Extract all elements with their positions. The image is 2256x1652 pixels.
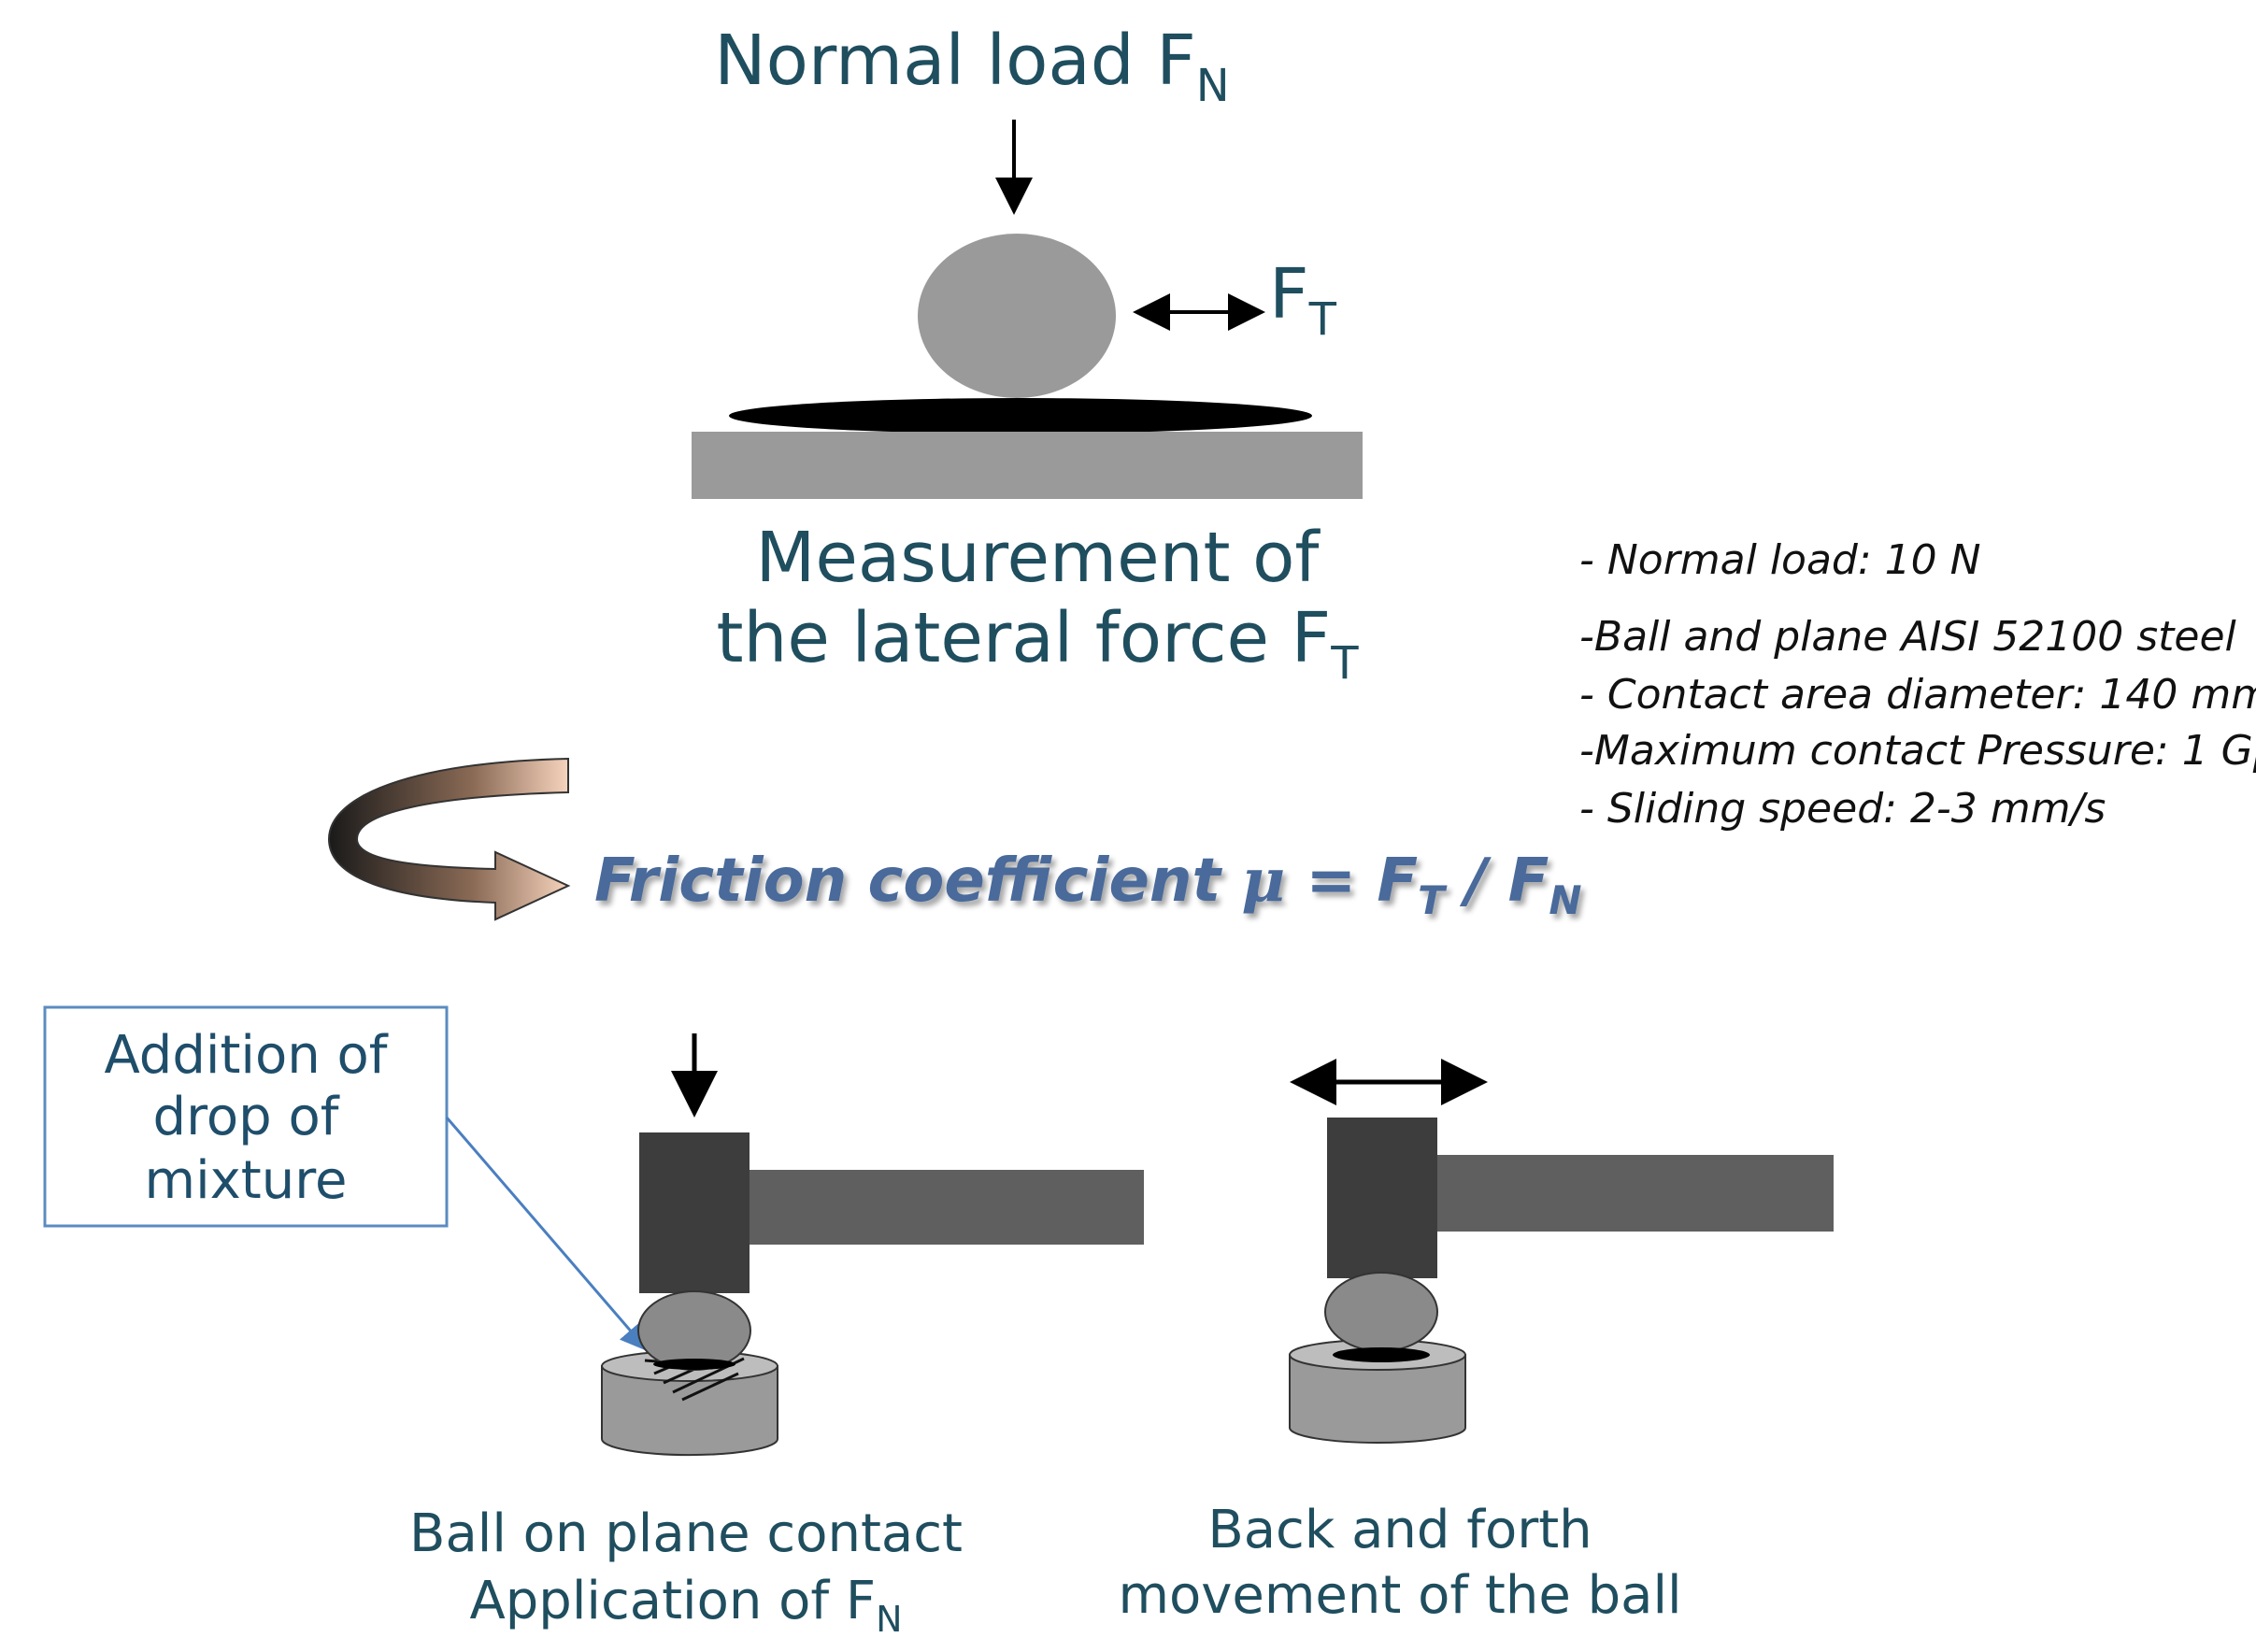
friction-coefficient-formula: Friction coefficient μ = FT / FN bbox=[594, 846, 1582, 923]
right-holder bbox=[1327, 1118, 1437, 1278]
callout-line2: drop of bbox=[153, 1087, 340, 1147]
left-ball bbox=[637, 1290, 751, 1371]
spec-contact-diameter: - Contact area diameter: 140 mm bbox=[1579, 671, 2256, 719]
spec-max-pressure: -Maximum contact Pressure: 1 Gpa bbox=[1579, 727, 2256, 775]
back-forth-label-line2: movement of the ball bbox=[1118, 1565, 1681, 1626]
callout-line3: mixture bbox=[145, 1150, 348, 1211]
ball-on-plane-label-line1: Ball on plane contact bbox=[409, 1503, 963, 1564]
top-plane bbox=[692, 432, 1363, 499]
ball-on-plane-label-line2: Application of FN bbox=[469, 1571, 902, 1640]
callout-box bbox=[43, 1005, 449, 1228]
mixture-callout: Addition of drop of mixture bbox=[43, 1005, 649, 1352]
right-contact-film bbox=[1333, 1347, 1430, 1362]
measurement-title-line2: the lateral force FT bbox=[716, 598, 1359, 690]
measurement-title-line1: Measurement of bbox=[756, 518, 1321, 598]
spec-material: -Ball and plane AISI 52100 steel bbox=[1579, 613, 2237, 661]
curved-arrow bbox=[327, 757, 571, 921]
callout-line1: Addition of bbox=[104, 1025, 388, 1086]
right-ball bbox=[1324, 1272, 1438, 1352]
back-forth-label-line1: Back and forth bbox=[1207, 1500, 1592, 1560]
lateral-force-label: FT bbox=[1269, 254, 1337, 346]
spec-sliding-speed: - Sliding speed: 2-3 mm/s bbox=[1579, 785, 2106, 833]
normal-load-label: Normal load FN bbox=[714, 21, 1229, 112]
reciprocating-setup bbox=[1289, 1059, 1834, 1444]
callout-pointer bbox=[445, 1117, 649, 1352]
top-ball bbox=[918, 234, 1116, 398]
right-arm bbox=[1435, 1155, 1834, 1232]
test-parameters: - Normal load: 10 N -Ball and plane AISI… bbox=[1579, 536, 2256, 833]
left-contact-film bbox=[653, 1359, 735, 1370]
ball-on-plane-setup bbox=[601, 1033, 1144, 1457]
left-holder bbox=[639, 1132, 750, 1293]
spec-normal-load: - Normal load: 10 N bbox=[1579, 536, 1981, 584]
lubricant-film bbox=[729, 398, 1312, 434]
left-arm bbox=[748, 1170, 1144, 1245]
